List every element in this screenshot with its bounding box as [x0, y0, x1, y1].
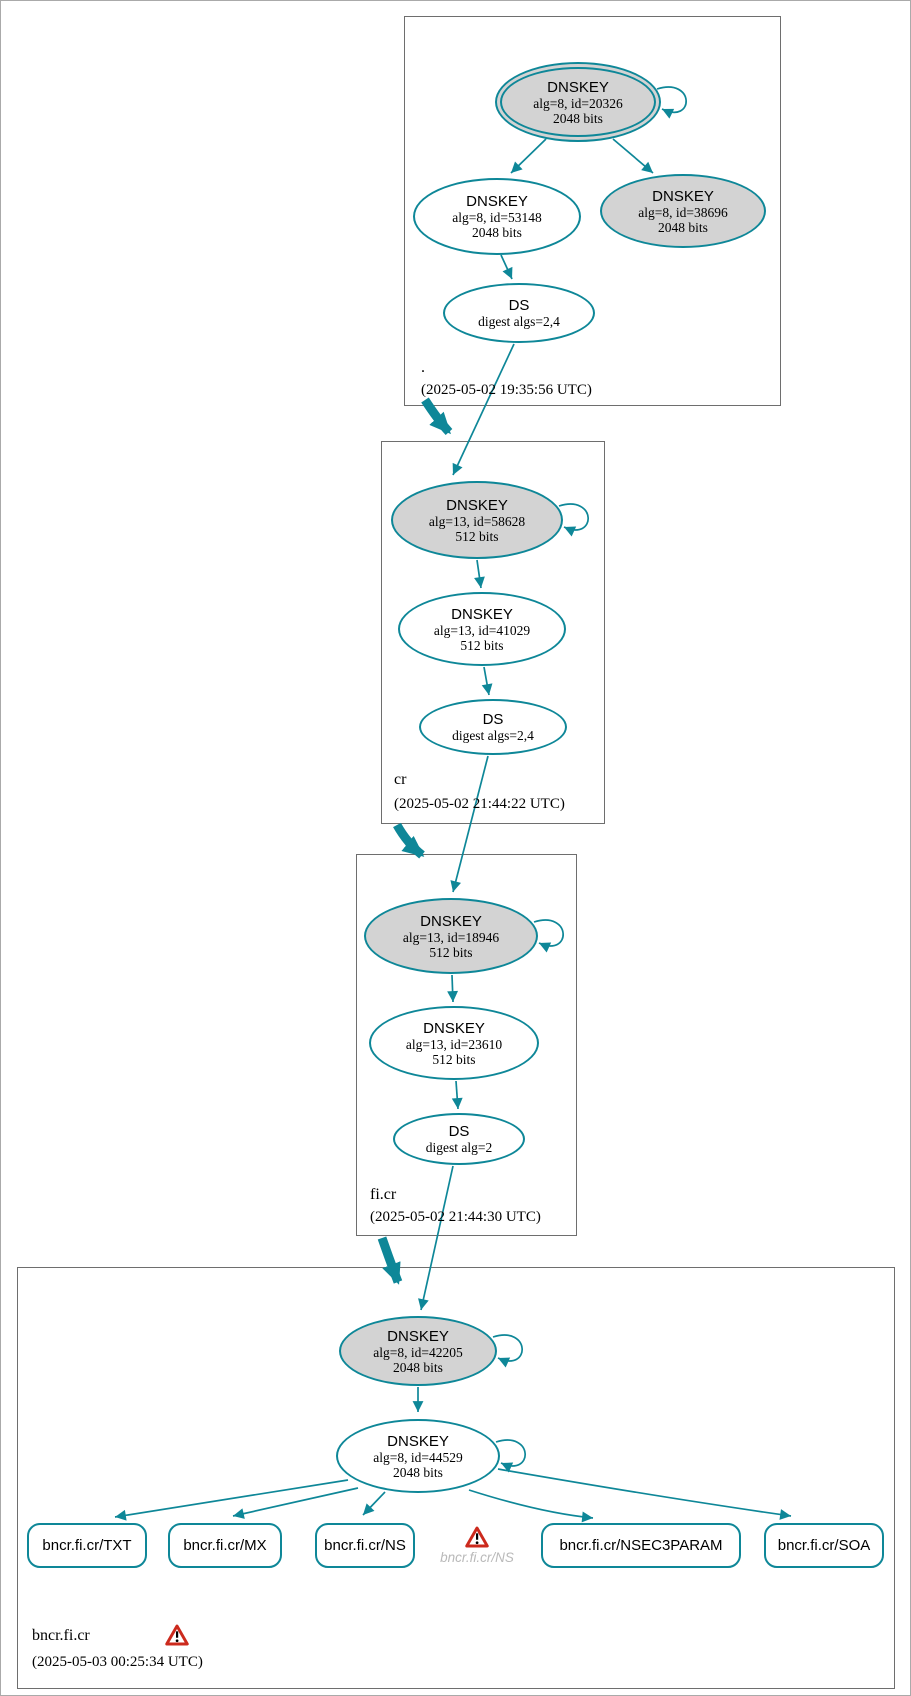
- edge-ksk-zsk-cr: [474, 559, 485, 589]
- zone-label-cr: cr: [394, 771, 407, 788]
- edge-zsk-nsec3param: [468, 1489, 594, 1523]
- dnskey-node-ficr-ksk[interactable]: DNSKEY alg=13, id=18946 512 bits: [364, 898, 538, 974]
- node-detail: digest algs=2,4: [478, 314, 560, 329]
- edge-zsk-txt: [114, 1479, 349, 1521]
- rrset-node-mx[interactable]: bncr.fi.cr/MX: [168, 1523, 282, 1568]
- node-title: DS: [508, 297, 530, 314]
- node-detail: digest algs=2,4: [452, 728, 534, 743]
- edge-ds-root-to-cr-ksk: [452, 343, 515, 476]
- node-detail: 512 bits: [432, 1051, 476, 1067]
- zone-label-bncr: bncr.fi.cr: [32, 1627, 90, 1644]
- rrset-node-ns[interactable]: bncr.fi.cr/NS: [315, 1523, 415, 1568]
- edge-ksk-zsk-ficr: [447, 974, 459, 1003]
- node-title: DNSKEY: [652, 187, 714, 205]
- rrset-label: bncr.fi.cr/NS: [324, 1537, 406, 1554]
- edge-zsk-ds-root: [500, 254, 513, 280]
- warning-icon: [165, 1624, 189, 1651]
- zone-timestamp-root: (2025-05-02 19:35:56 UTC): [421, 382, 592, 398]
- rrset-label: bncr.fi.cr/MX: [183, 1537, 267, 1554]
- dnskey-node-root-zsk[interactable]: DNSKEY alg=8, id=53148 2048 bits: [413, 178, 581, 255]
- node-detail: alg=8, id=44529: [373, 1449, 463, 1465]
- edge-zsk-ns: [362, 1491, 386, 1516]
- rrset-node-nsec3param[interactable]: bncr.fi.cr/NSEC3PARAM: [541, 1523, 741, 1568]
- delegation-arrow-ficr-bncr: [377, 1236, 403, 1285]
- ds-node-ficr[interactable]: DS digest alg=2: [393, 1113, 525, 1165]
- rrset-node-txt[interactable]: bncr.fi.cr/TXT: [27, 1523, 147, 1568]
- edge-selfloop-bncr-zsk: [495, 1439, 526, 1473]
- node-detail: 2048 bits: [553, 110, 603, 126]
- edge-selfloop-ficr-ksk: [533, 919, 564, 953]
- node-detail: 512 bits: [455, 528, 499, 544]
- zone-timestamp-bncr: (2025-05-03 00:25:34 UTC): [32, 1654, 203, 1670]
- node-detail: alg=13, id=58628: [428, 513, 526, 529]
- node-title: DNSKEY: [466, 193, 528, 210]
- dnskey-node-root-standby[interactable]: DNSKEY alg=8, id=38696 2048 bits: [600, 174, 766, 248]
- zone-timestamp-ficr: (2025-05-02 21:44:30 UTC): [370, 1209, 541, 1225]
- zone-label-ficr: fi.cr: [370, 1186, 397, 1203]
- node-detail: alg=8, id=20326: [533, 95, 623, 111]
- node-detail: 2048 bits: [658, 219, 708, 235]
- dnskey-node-cr-zsk[interactable]: DNSKEY alg=13, id=41029 512 bits: [398, 592, 566, 666]
- node-detail: 2048 bits: [393, 1464, 443, 1480]
- edge-ksk-standby-root: [612, 138, 654, 174]
- node-detail: digest alg=2: [425, 1140, 493, 1155]
- node-detail: 2048 bits: [472, 225, 522, 240]
- delegation-arrow-root-cr: [421, 397, 453, 436]
- node-detail: alg=13, id=23610: [405, 1036, 503, 1052]
- node-title: DNSKEY: [387, 1327, 449, 1345]
- edge-selfloop-root-ksk: [656, 86, 687, 119]
- edge-zsk-ds-cr: [481, 666, 493, 696]
- zone-label-root: .: [421, 359, 425, 376]
- node-detail: alg=8, id=38696: [638, 204, 728, 220]
- node-title: DNSKEY: [387, 1432, 449, 1450]
- edge-ksk-zsk-root: [510, 138, 547, 174]
- ds-node-cr[interactable]: DS digest algs=2,4: [419, 699, 567, 755]
- edge-selfloop-bncr-ksk: [492, 1334, 523, 1368]
- edge-ds-cr-to-ficr-ksk: [450, 755, 489, 893]
- node-title: DNSKEY: [446, 496, 508, 514]
- ds-node-root[interactable]: DS digest algs=2,4: [443, 283, 595, 343]
- node-title: DNSKEY: [547, 78, 609, 96]
- node-title: DNSKEY: [451, 605, 513, 623]
- node-title: DS: [448, 1123, 470, 1140]
- rrset-label: bncr.fi.cr/NSEC3PARAM: [559, 1537, 723, 1554]
- node-detail: alg=13, id=18946: [402, 929, 500, 945]
- delegation-arrow-cr-ficr: [393, 822, 425, 859]
- edge-ds-ficr-to-bncr-ksk: [418, 1165, 454, 1311]
- dnskey-node-root-ksk[interactable]: DNSKEY alg=8, id=20326 2048 bits: [495, 62, 661, 142]
- node-detail: alg=8, id=42205: [373, 1344, 463, 1360]
- rrset-label: bncr.fi.cr/SOA: [777, 1537, 871, 1554]
- node-title: DNSKEY: [420, 912, 482, 930]
- dnskey-node-bncr-zsk[interactable]: DNSKEY alg=8, id=44529 2048 bits: [336, 1419, 500, 1493]
- node-title: DS: [482, 711, 504, 728]
- edge-selfloop-cr-ksk: [558, 503, 589, 537]
- node-detail: 512 bits: [460, 637, 504, 653]
- node-title: DNSKEY: [423, 1019, 485, 1037]
- node-detail: 512 bits: [429, 944, 473, 960]
- dnskey-node-ficr-zsk[interactable]: DNSKEY alg=13, id=23610 512 bits: [369, 1006, 539, 1080]
- rrset-label-ns-missing: bncr.fi.cr/NS: [440, 1550, 514, 1565]
- edge-zsk-mx: [232, 1487, 359, 1519]
- rrset-node-soa[interactable]: bncr.fi.cr/SOA: [764, 1523, 884, 1568]
- dnskey-node-bncr-ksk[interactable]: DNSKEY alg=8, id=42205 2048 bits: [339, 1316, 497, 1386]
- node-detail: alg=8, id=53148: [452, 210, 542, 225]
- node-detail: alg=13, id=41029: [433, 622, 531, 638]
- dnskey-node-cr-ksk[interactable]: DNSKEY alg=13, id=58628 512 bits: [391, 481, 563, 559]
- zone-timestamp-cr: (2025-05-02 21:44:22 UTC): [394, 796, 565, 812]
- edge-zsk-ds-ficr: [451, 1080, 463, 1110]
- edge-zsk-soa: [497, 1468, 792, 1520]
- rrset-label: bncr.fi.cr/TXT: [42, 1537, 132, 1554]
- node-detail: 2048 bits: [393, 1359, 443, 1375]
- warning-icon: [465, 1526, 489, 1553]
